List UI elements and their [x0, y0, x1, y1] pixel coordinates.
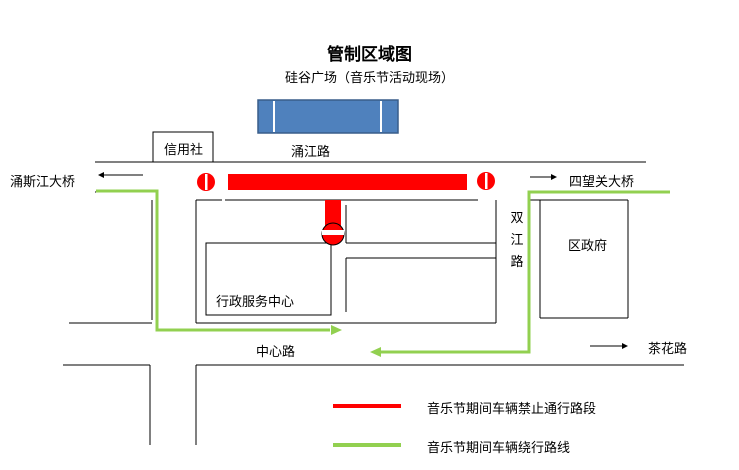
stage-icon: [257, 99, 399, 134]
arrow-right-icon: [331, 325, 342, 335]
legend-detour-label: 音乐节期间车辆绕行路线: [427, 441, 571, 456]
bridge-west: 涌斯江大桥: [10, 175, 76, 190]
road-yongjiang: 涌江路: [291, 145, 331, 160]
closed-road-segment: [228, 174, 467, 228]
arrow-right-icon: [530, 174, 557, 180]
place-district-gov: 区政府: [568, 239, 608, 254]
no-entry-sign-icon: [197, 173, 215, 191]
legend-closed-label: 音乐节期间车辆禁止通行路段: [427, 402, 597, 417]
no-entry-sign-icon: [477, 172, 495, 190]
detour-route: [96, 189, 670, 354]
place-service-center: 行政服务中心: [216, 295, 295, 310]
arrow-left-icon: [98, 172, 143, 178]
bridge-east: 四望关大桥: [569, 175, 635, 190]
map-title: 管制区域图: [327, 45, 412, 65]
place-xinyongshe: 信用社: [164, 143, 204, 158]
no-entry-sign-icon: [321, 222, 345, 246]
road-zhongxin: 中心路: [256, 345, 296, 360]
arrow-right-icon: [590, 343, 628, 349]
arrow-left-icon: [370, 347, 381, 357]
road-chahua: 茶花路: [648, 342, 688, 357]
map-subtitle: 硅谷广场（音乐节活动现场）: [284, 71, 454, 86]
road-shuangjiang: 双 江 路: [510, 211, 524, 270]
